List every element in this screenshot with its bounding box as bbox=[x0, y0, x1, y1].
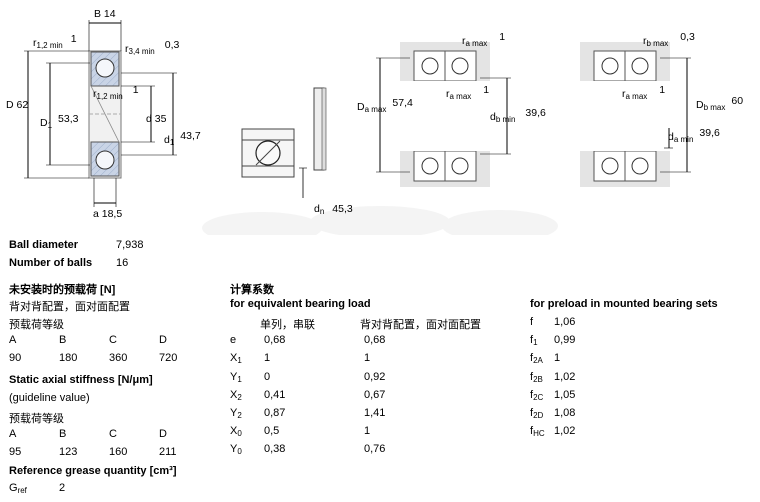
stiffness-value-D: 211 bbox=[159, 446, 177, 458]
preload-factor-row: fHC 1,02 bbox=[530, 425, 576, 438]
label-r12-inner: r1,2 min1 bbox=[93, 84, 139, 101]
abutment-drawing-b: rb max0,3 ra max1 Db max60 da min39,6 bbox=[580, 31, 743, 187]
calc-col-pair: 背对背配置，面对面配置 bbox=[360, 319, 481, 331]
label-B: B 14 bbox=[94, 8, 116, 20]
preload-class-C: C bbox=[109, 334, 117, 346]
stiffness-class-B: B bbox=[59, 428, 67, 440]
label-D1: D153,3 bbox=[40, 113, 79, 130]
label-ra-max: ra max1 bbox=[622, 84, 665, 101]
preload-factors-title: for preload in mounted bearing sets bbox=[530, 298, 718, 310]
stiffness-class-D: D bbox=[159, 428, 167, 440]
label-db-min: db min39,6 bbox=[490, 107, 546, 124]
preload-value-A: 90 bbox=[9, 352, 22, 364]
preload-class-B: B bbox=[59, 334, 67, 346]
label-r34: r3,4 min0,3 bbox=[125, 39, 179, 56]
preload-class-A: A bbox=[9, 334, 17, 346]
label-d1: d143,7 bbox=[164, 130, 201, 147]
label-Db-max: Db max60 bbox=[696, 95, 743, 112]
calc-row: X1 1 1 bbox=[230, 352, 371, 365]
grease-title: Reference grease quantity [cm³] bbox=[9, 465, 177, 477]
ball-bottom bbox=[95, 150, 115, 170]
calc-row: Y1 0 0,92 bbox=[230, 371, 386, 384]
preload-factor-row: f2D 1,08 bbox=[530, 407, 576, 420]
calc-factors-subtitle: for equivalent bearing load bbox=[230, 298, 371, 310]
grease-label: Gref bbox=[9, 482, 27, 495]
label-ra-max-mid: ra max1 bbox=[446, 84, 489, 101]
label-Da-max: Da max57,4 bbox=[357, 97, 413, 114]
calc-factors-title: 计算系数 bbox=[230, 284, 274, 296]
watermark bbox=[202, 206, 558, 235]
stiffness-value-A: 95 bbox=[9, 446, 22, 458]
preload-value-B: 180 bbox=[59, 352, 78, 364]
ball-diameter-label: Ball diameter bbox=[9, 239, 79, 251]
stiffness-title: Static axial stiffness [N/μm] bbox=[9, 374, 153, 386]
abutment-drawing-a: ra max1 ra max1 Da max57,4 db min39,6 bbox=[357, 31, 546, 187]
preload-title: 未安装时的预载荷 [N] bbox=[9, 284, 116, 296]
label-da-min: da min39,6 bbox=[668, 127, 720, 144]
preload-value-C: 360 bbox=[109, 352, 128, 364]
stiffness-class-label: 预载荷等级 bbox=[9, 413, 64, 425]
stiffness-value-B: 123 bbox=[59, 446, 78, 458]
label-D: D 62 bbox=[6, 99, 28, 111]
bearing-drawings: B 14 r1,2 min1 r3,4 min0,3 D 62 D153,3 r… bbox=[6, 8, 743, 235]
label-rb-max: rb max0,3 bbox=[643, 31, 695, 48]
calc-row: Y2 0,87 1,41 bbox=[230, 407, 386, 420]
calc-row: X0 0,5 1 bbox=[230, 425, 371, 438]
ball-diameter-value: 7,938 bbox=[116, 239, 144, 251]
label-r12-top: r1,2 min1 bbox=[33, 33, 77, 50]
stiffness-value-C: 160 bbox=[109, 446, 128, 458]
preload-factor-row: f2B 1,02 bbox=[530, 371, 576, 384]
preload-value-D: 720 bbox=[159, 352, 178, 364]
calc-col-single: 单列，串联 bbox=[260, 319, 315, 331]
preload-factor-row: f 1,06 bbox=[530, 316, 576, 328]
label-d: d 35 bbox=[146, 113, 167, 125]
bearing-section-drawing: B 14 r1,2 min1 r3,4 min0,3 D 62 D153,3 r… bbox=[6, 8, 201, 220]
preload-class-label: 预载荷等级 bbox=[9, 319, 64, 331]
preload-subtitle: 背对背配置，面对面配置 bbox=[9, 301, 130, 313]
calc-row: X2 0,41 0,67 bbox=[230, 389, 386, 402]
stiffness-subtitle: (guideline value) bbox=[9, 392, 90, 404]
num-balls-label: Number of balls bbox=[9, 257, 93, 269]
num-balls-value: 16 bbox=[116, 257, 129, 269]
grease-value: 2 bbox=[59, 482, 66, 494]
label-ra-max-top: ra max1 bbox=[462, 31, 505, 48]
preload-class-D: D bbox=[159, 334, 167, 346]
ball-top bbox=[95, 58, 115, 78]
calc-row: Y0 0,38 0,76 bbox=[230, 443, 386, 456]
calc-row: e 0,68 0,68 bbox=[230, 334, 386, 346]
stiffness-class-A: A bbox=[9, 428, 17, 440]
preload-factor-row: f1 0,99 bbox=[530, 334, 576, 347]
preload-factor-row: f2C 1,05 bbox=[530, 389, 576, 402]
stiffness-class-C: C bbox=[109, 428, 117, 440]
preload-factor-row: f2A 1 bbox=[530, 352, 561, 365]
label-a: a 18,5 bbox=[93, 208, 122, 220]
